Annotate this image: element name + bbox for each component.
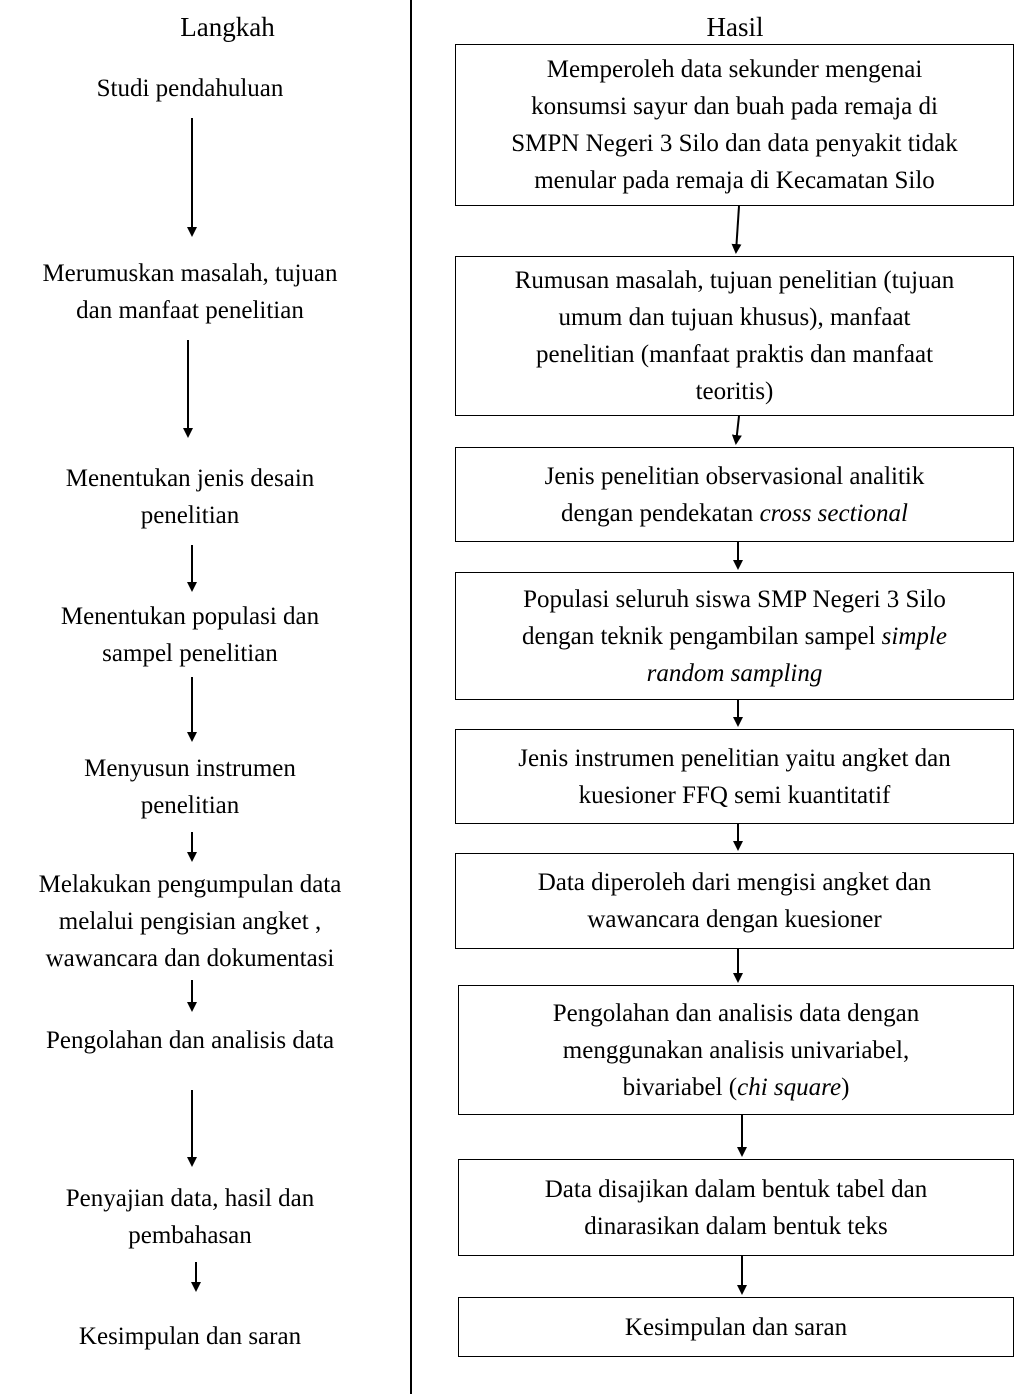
result-box-5: Jenis instrumen penelitian yaitu angket … <box>455 729 1014 824</box>
result-box-2: Rumusan masalah, tujuan penelitian (tuju… <box>455 256 1014 416</box>
step-studi-pendahuluan: Studi pendahuluan <box>96 75 284 102</box>
step-pengolahan-analisis: Pengolahan dan analisis data <box>45 1027 335 1054</box>
arrow-right-1 <box>731 205 742 254</box>
result-box-4: Populasi seluruh siswa SMP Negeri 3 Silo… <box>455 572 1014 700</box>
step-kesimpulan-saran: Kesimpulan dan saran <box>78 1323 302 1350</box>
header-langkah: Langkah <box>180 12 275 42</box>
header-hasil: Hasil <box>706 12 764 42</box>
column-divider <box>410 0 412 1394</box>
arrow-right-2 <box>731 415 742 445</box>
